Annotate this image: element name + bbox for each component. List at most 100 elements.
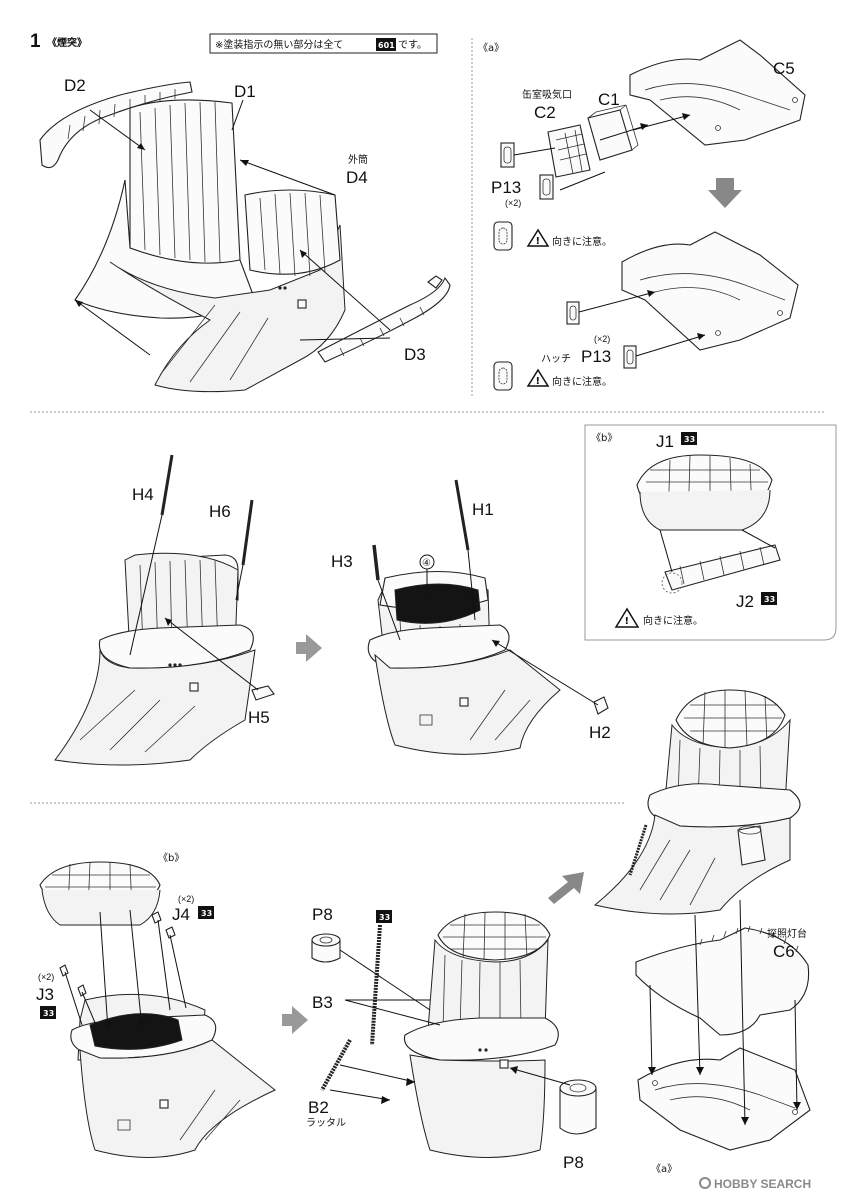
label-h2: H2	[589, 723, 611, 742]
part-d2-drawing	[39, 81, 193, 169]
label-p8-top: P8	[312, 905, 333, 924]
label-j4: J4	[172, 905, 190, 924]
paint-note-code: 601	[378, 41, 395, 50]
intake-subassembly	[500, 39, 806, 369]
sub-a-label-top: 《a》	[478, 42, 504, 54]
paint-badge-j3-text: 33	[43, 1009, 54, 1018]
svg-text:!: !	[536, 236, 541, 247]
label-j3: J3	[36, 985, 54, 1004]
label-p13-a-mult: (×2)	[505, 198, 521, 208]
sub-b-label-top: 《b》	[591, 432, 617, 444]
flow-arrow-down	[708, 178, 742, 208]
completed-funnel-assembly	[548, 689, 811, 1151]
label-c6-name: 探照灯台	[767, 927, 807, 940]
part-j4-drawing	[151, 911, 176, 939]
paint-badge-b3-text: 33	[379, 913, 390, 922]
flow-arrow-right-1	[296, 634, 322, 662]
label-h1: H1	[472, 500, 494, 519]
part-h1-drawing	[454, 479, 470, 551]
label-j2: J2	[736, 592, 754, 611]
label-c2: C2	[534, 103, 556, 122]
label-p13-a: P13	[491, 178, 521, 197]
part-b3-drawing	[370, 924, 382, 1046]
part-h4-drawing	[160, 454, 174, 516]
circle-number: ④	[422, 558, 431, 569]
paint-badge-j1	[681, 432, 697, 445]
part-d1-drawing	[129, 99, 241, 267]
part-h2-drawing	[593, 696, 609, 715]
part-c5-drawing-view2	[621, 231, 799, 351]
watermark-text: HOBBY SEARCH	[714, 1177, 811, 1191]
funnel-casing-assembly	[39, 81, 451, 393]
paint-badge-j1-text: 33	[684, 435, 695, 444]
sub-b-panel	[584, 424, 837, 641]
part-h6-drawing	[241, 499, 254, 566]
paint-badge-b3	[376, 910, 392, 923]
label-p13-b: P13	[581, 347, 611, 366]
caution-icon-c	[614, 607, 640, 628]
caution-shape-a	[493, 221, 513, 251]
label-c1: C1	[598, 90, 620, 109]
label-d4: D4	[346, 168, 368, 187]
label-d3: D3	[404, 345, 426, 364]
part-c1-drawing	[587, 109, 633, 161]
part-p13-drawing-d	[623, 345, 637, 369]
label-b3: B3	[312, 993, 333, 1012]
label-p8-bottom: P8	[563, 1153, 584, 1172]
part-c5-drawing	[629, 39, 806, 146]
caution-text-a: 向きに注意。	[552, 235, 612, 248]
part-c6-drawing	[635, 927, 810, 1036]
funnel-lower-body	[109, 224, 346, 393]
label-c6: C6	[773, 942, 795, 961]
paint-badge-j2-text: 33	[764, 595, 775, 604]
sub-b-label-bottom: 《b》	[158, 852, 184, 864]
label-c2-name: 缶室吸気口	[522, 88, 572, 101]
part-h3-drawing	[372, 544, 380, 581]
step-number: 1	[30, 31, 41, 52]
dark-cap-area	[394, 583, 481, 624]
funnel-with-cap-assembly	[367, 479, 609, 755]
part-b2-drawing	[320, 1039, 352, 1091]
part-c2-drawing	[547, 124, 591, 178]
paint-badge-j3	[40, 1006, 56, 1019]
watermark-icon	[699, 1177, 711, 1189]
label-d4-name: 外筒	[348, 153, 368, 166]
svg-text:!: !	[625, 616, 630, 627]
part-p8-drawing-bottom	[559, 1087, 597, 1135]
svg-text:!: !	[536, 376, 541, 387]
part-j3-drawing	[59, 964, 87, 997]
sub-a-label-bottom: 《a》	[651, 1163, 677, 1175]
paint-badge-j4-text: 33	[201, 909, 212, 918]
caution-icon-a	[526, 228, 550, 247]
label-d2: D2	[64, 76, 86, 95]
flow-arrow-right-2	[282, 1006, 308, 1034]
label-c5: C5	[773, 59, 795, 78]
paint-badge-j2	[761, 592, 777, 605]
step-title: 《煙突》	[47, 36, 87, 49]
caution-icon-b	[526, 368, 550, 387]
label-h5: H5	[248, 708, 270, 727]
funnel-ladder-assembly	[311, 911, 597, 1158]
caution-text-c: 向きに注意。	[643, 614, 703, 627]
flow-arrow-diagonal	[548, 872, 584, 904]
funnel-with-rails-assembly	[54, 454, 275, 766]
label-j4-mult: (×2)	[178, 894, 194, 904]
paint-note-suffix: です。	[398, 39, 427, 51]
paint-badge-j4	[198, 906, 214, 919]
watermark-logo: HOBBY SEARCH	[699, 1177, 811, 1191]
part-p13-drawing-c	[566, 301, 580, 325]
caution-shape-b	[493, 361, 513, 391]
caution-text-b: 向きに注意。	[552, 375, 612, 388]
paint-code-badge	[376, 38, 396, 51]
label-p13-b-mult: (×2)	[594, 334, 610, 344]
part-d3-drawing	[317, 276, 451, 363]
label-j3-mult: (×2)	[38, 972, 54, 982]
label-p13-b-name: ハッチ	[541, 353, 571, 365]
funnel-grating-assembly	[39, 861, 276, 1158]
label-d1: D1	[234, 82, 256, 101]
label-b2-name: ラッタル	[306, 1117, 346, 1129]
grating-subassembly	[636, 454, 781, 594]
label-h3: H3	[331, 552, 353, 571]
part-d1-skirt	[74, 179, 256, 319]
